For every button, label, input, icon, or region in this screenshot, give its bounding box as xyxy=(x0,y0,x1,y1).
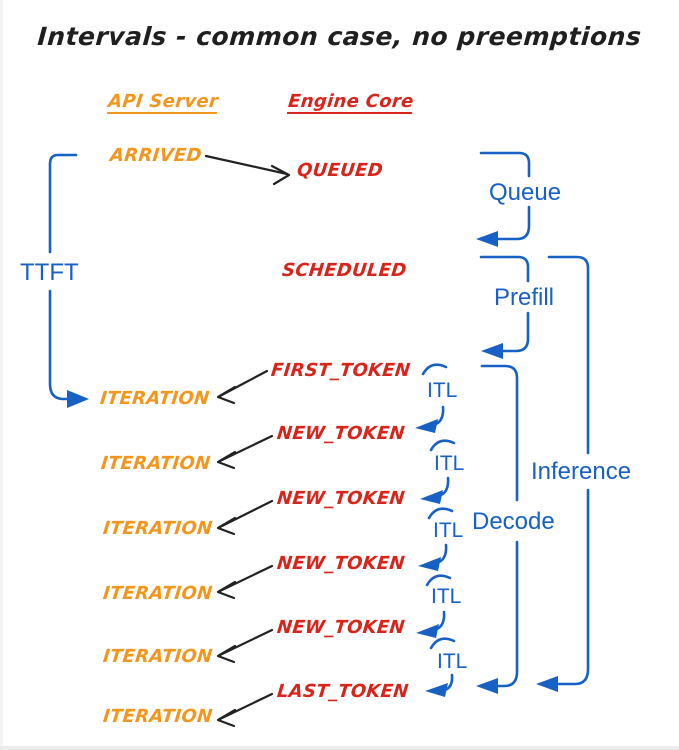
column-header-engine-core: Engine Core xyxy=(286,91,415,114)
event-new-token: NEW_TOKEN xyxy=(275,488,406,509)
itl-bracket xyxy=(415,363,448,433)
page-title: Intervals - common case, no preemptions xyxy=(36,22,643,51)
column-header-api-server: API Server xyxy=(106,91,220,114)
arrow-new-token-to-iteration xyxy=(216,499,274,536)
event-scheduled: SCHEDULED xyxy=(280,260,408,281)
event-iteration: ITERATION xyxy=(101,646,214,667)
itl-bracket xyxy=(416,574,452,638)
window-edge-bottom xyxy=(0,746,679,750)
queue-arrowhead-left xyxy=(476,231,498,247)
event-new-token: NEW_TOKEN xyxy=(275,553,406,574)
window-edge-left xyxy=(0,0,3,750)
arrow-last-token-to-iteration xyxy=(216,692,274,728)
itl-bracket xyxy=(425,637,456,697)
inference-arrowhead-left xyxy=(536,676,558,692)
interval-decode-label: Decode xyxy=(472,508,555,535)
event-iteration: ITERATION xyxy=(99,453,212,474)
event-arrived: ARRIVED xyxy=(108,145,203,166)
inference-bracket xyxy=(536,255,590,692)
interval-ttft-label: TTFT xyxy=(20,259,79,286)
arrow-new-token-to-iteration xyxy=(216,434,274,470)
interval-prefill-label: Prefill xyxy=(494,284,555,311)
arrow-new-token-to-iteration xyxy=(216,628,274,664)
event-last-token: LAST_TOKEN xyxy=(275,681,410,702)
arrow-arrived-to-queued xyxy=(204,154,291,186)
itl-bracket xyxy=(418,507,454,571)
arrow-first-token-to-iteration xyxy=(216,369,269,405)
interval-itl-label: ITL xyxy=(437,650,468,673)
event-iteration: ITERATION xyxy=(101,518,214,539)
ttft-arrowhead-right xyxy=(67,390,89,408)
queue-bracket xyxy=(476,151,531,247)
event-iteration: ITERATION xyxy=(101,583,214,604)
event-new-token: NEW_TOKEN xyxy=(275,423,406,444)
interval-queue-label: Queue xyxy=(489,179,562,206)
decode-arrowhead-left xyxy=(476,678,498,694)
event-new-token: NEW_TOKEN xyxy=(275,617,406,638)
event-queued: QUEUED xyxy=(295,160,385,181)
event-iteration: ITERATION xyxy=(98,388,211,409)
event-first-token: FIRST_TOKEN xyxy=(269,360,412,381)
arrow-new-token-to-iteration xyxy=(216,564,274,600)
prefill-bracket xyxy=(479,255,530,359)
event-iteration: ITERATION xyxy=(101,706,214,727)
ttft-bracket xyxy=(48,153,89,408)
interval-itl-label: ITL xyxy=(427,379,458,402)
itl-bracket xyxy=(420,439,456,504)
decode-bracket xyxy=(476,364,519,694)
interval-itl-label: ITL xyxy=(433,519,464,542)
interval-itl-label: ITL xyxy=(434,452,465,475)
interval-itl-label: ITL xyxy=(431,585,462,608)
interval-inference-label: Inference xyxy=(531,458,632,485)
prefill-arrowhead-left xyxy=(481,343,503,359)
